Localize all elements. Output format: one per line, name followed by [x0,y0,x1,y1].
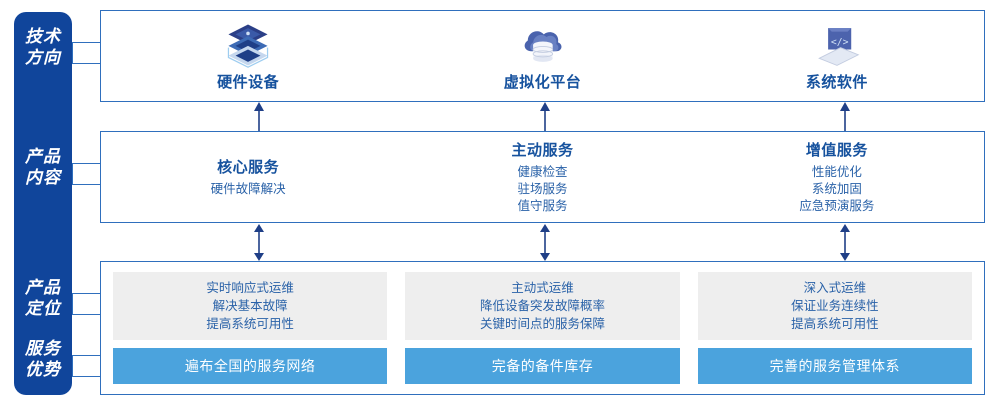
connector-product-position [72,293,100,315]
positioning-line: 保证业务连续性 [791,299,879,313]
tech-card-virtualization[interactable]: 虚拟化平台 [395,11,689,101]
svg-text:</>: </> [831,37,849,48]
positioning-line: 主动式运维 [511,281,574,295]
positioning-line: 降低设备突发故障概率 [479,299,605,313]
positioning-card-proactive[interactable]: 主动式运维 降低设备突发故障概率 关键时间点的服务保障 [405,272,680,340]
panel-product-content: 核心服务 硬件故障解决 主动服务 健康检查 驻场服务 值守服务 增值服务 性能优… [100,131,985,223]
connector-product-content [72,163,100,185]
tech-card-system-software[interactable]: </> 系统软件 [690,11,984,101]
tech-label-hardware: 硬件设备 [217,73,280,91]
product-item: 健康检查 [517,165,568,179]
rail-label-product-content: 产品 内容 [25,147,61,187]
arrow-up-system-software [840,102,850,131]
rail-label-tech-direction: 技术 方向 [25,27,61,67]
product-title-core: 核心服务 [217,159,280,176]
positioning-line: 关键时间点的服务保障 [479,317,605,331]
rail-label-product-position: 产品 定位 [25,278,61,318]
panel-positioning-advantage: 实时响应式运维 解决基本故障 提高系统可用性 遍布全国的服务网络 主动式运维 降… [100,261,985,395]
product-item: 性能优化 [811,165,862,179]
bottom-column-realtime: 实时响应式运维 解决基本故障 提高系统可用性 遍布全国的服务网络 [113,272,388,384]
bottom-column-indepth: 深入式运维 保证业务连续性 提高系统可用性 完善的服务管理体系 [697,272,972,384]
advantage-bar-management[interactable]: 完善的服务管理体系 [697,348,972,384]
advantage-bar-spare-parts[interactable]: 完备的备件库存 [405,348,680,384]
positioning-card-realtime[interactable]: 实时响应式运维 解决基本故障 提高系统可用性 [113,272,388,340]
product-item: 系统加固 [811,182,862,196]
laptop-code-icon: </> [817,27,860,66]
product-card-core[interactable]: 核心服务 硬件故障解决 [101,132,395,222]
product-item: 驻场服务 [517,182,568,196]
positioning-line: 提高系统可用性 [791,317,879,331]
product-item: 应急预演服务 [799,199,875,213]
positioning-line: 深入式运维 [803,281,867,295]
positioning-line: 提高系统可用性 [206,317,294,331]
arrow-up-virtualization [540,102,550,131]
bottom-column-proactive: 主动式运维 降低设备突发故障概率 关键时间点的服务保障 完备的备件库存 [405,272,680,384]
tech-label-virtualization: 虚拟化平台 [503,73,582,91]
connector-tech-direction [72,42,100,64]
server-stack-icon [227,24,269,68]
connector-service-advantage [72,355,100,377]
tech-label-system-software: 系统软件 [805,73,868,91]
rail-label-service-advantage: 服务 优势 [25,339,61,379]
advantage-bar-network[interactable]: 遍布全国的服务网络 [113,348,388,384]
positioning-line: 实时响应式运维 [206,281,294,295]
product-card-value-added[interactable]: 增值服务 性能优化 系统加固 应急预演服务 [690,132,984,222]
arrow-double-indepth [840,224,850,261]
product-title-value-added: 增值服务 [805,142,868,159]
product-item: 硬件故障解决 [210,182,286,196]
product-card-proactive[interactable]: 主动服务 健康检查 驻场服务 值守服务 [395,132,689,222]
tech-card-hardware[interactable]: 硬件设备 [101,11,395,101]
positioning-card-indepth[interactable]: 深入式运维 保证业务连续性 提高系统可用性 [697,272,972,340]
arrow-double-realtime [254,224,264,261]
left-rail [14,12,72,395]
cloud-database-icon [525,30,562,62]
positioning-line: 解决基本故障 [212,299,288,313]
product-title-proactive: 主动服务 [511,142,574,159]
panel-tech-direction: 硬件设备 虚拟化平台 </> [100,10,985,102]
product-item: 值守服务 [517,199,568,213]
arrow-up-hardware [254,102,264,131]
arrow-double-proactive [540,224,550,261]
